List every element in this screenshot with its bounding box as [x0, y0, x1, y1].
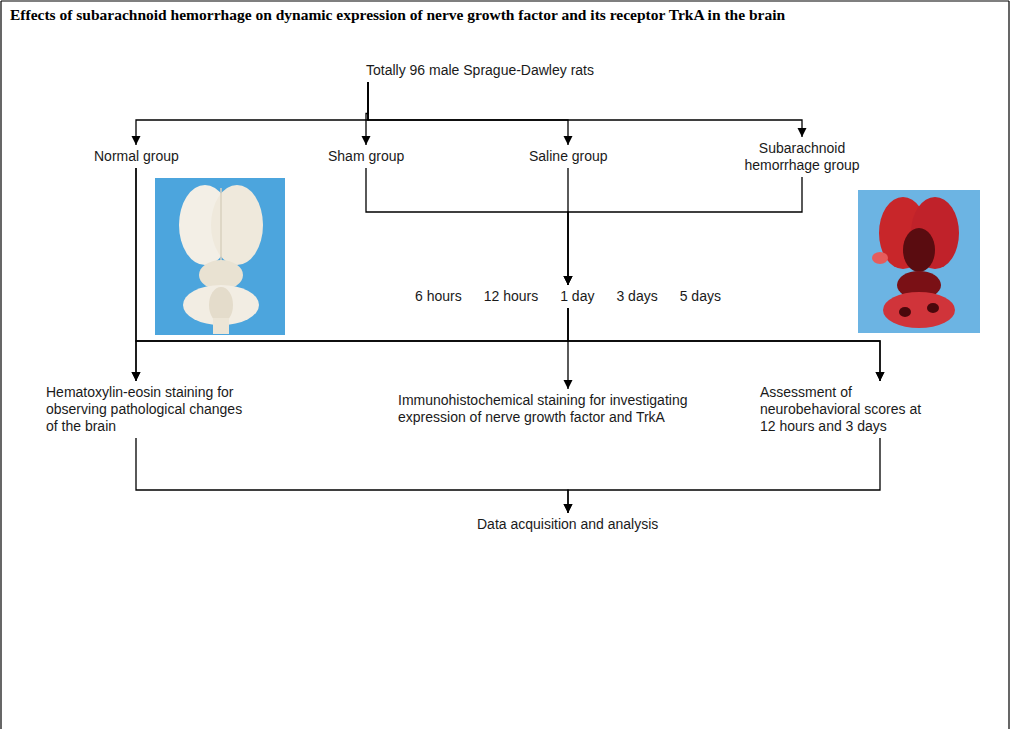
time-label: 6 hours	[415, 288, 462, 305]
step-text: Subarachnoid hemorrhage group	[743, 140, 861, 174]
time-label: 5 days	[680, 288, 721, 305]
step-text: Assessment of neurobehavioral scores at …	[760, 384, 938, 435]
flow-step: Assessment of neurobehavioral scores at …	[760, 384, 938, 435]
flow-arrow	[362, 82, 371, 145]
flow-arrow	[568, 308, 885, 381]
flow-arrow	[132, 82, 369, 145]
step-text: Totally 96 male Sprague-Dawley rats	[366, 62, 594, 79]
flow-arrow	[366, 168, 573, 285]
step-text: Normal group	[94, 148, 179, 165]
flow-arrow	[136, 438, 573, 513]
flow-arrow	[368, 82, 573, 145]
flow-step: Normal group	[94, 148, 179, 165]
flow-step: Data acquisition and analysis	[477, 516, 658, 533]
flow-arrow	[132, 308, 569, 381]
flow-step: Hematoxylin-eosin staining for observing…	[46, 384, 251, 435]
hemorrhage-brain-photo	[858, 190, 980, 333]
time-label: 3 days	[616, 288, 657, 305]
step-text: Data acquisition and analysis	[477, 516, 658, 533]
flow-arrow	[136, 168, 885, 381]
flow-step: Subarachnoid hemorrhage group	[743, 140, 861, 174]
flow-arrow	[368, 82, 807, 137]
flow-arrow	[564, 177, 803, 285]
flow-step: Immunohistochemical staining for investi…	[398, 392, 716, 426]
step-text: Sham group	[328, 148, 404, 165]
step-text: Immunohistochemical staining for investi…	[398, 392, 716, 426]
flow-step: Saline group	[529, 148, 608, 165]
time-label: 1 day	[560, 288, 594, 305]
flow-step: Sham group	[328, 148, 404, 165]
step-text: Hematoxylin-eosin staining for observing…	[46, 384, 251, 435]
time-label: 12 hours	[484, 288, 538, 305]
flow-arrow	[564, 438, 881, 513]
step-text: Saline group	[529, 148, 608, 165]
time-points: 6 hours 12 hours 1 day 3 days 5 days	[415, 288, 721, 305]
figure-title: Effects of subarachnoid hemorrhage on dy…	[10, 6, 1000, 24]
flow-step: Totally 96 male Sprague-Dawley rats	[366, 62, 594, 79]
normal-brain-photo	[155, 178, 285, 335]
